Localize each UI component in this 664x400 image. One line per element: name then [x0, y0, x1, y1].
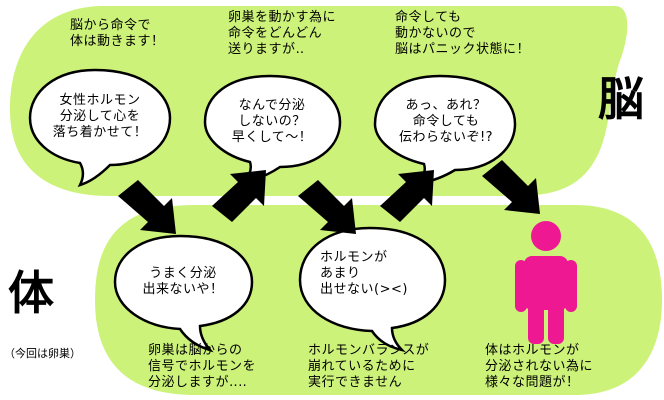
body-label: 体 [8, 266, 54, 320]
brain-caption-3: 命令しても 動かないので 脳はパニック状態に！ [395, 10, 531, 57]
down-right-arrow [298, 180, 356, 234]
speech-bubble [298, 226, 447, 353]
body-bubble-text-2: ホルモンが あまり 出せない(><) [320, 250, 408, 297]
up-right-arrow [212, 170, 266, 222]
brain-caption-1: 脳から命令で 体は動きます！ [70, 18, 165, 49]
up-right-arrow [380, 170, 434, 222]
body-caption-1: 卵巣は脳からの 信号でホルモンを 分泌しますが‥‥ [148, 343, 257, 390]
brain-caption-2: 卵巣を動かす為に 命令をどんどん 送りますが‥ [228, 10, 337, 57]
body-bubble-text-1: うまく分泌 出来ないや！ [142, 266, 224, 297]
body-caption-3: 体はホルモンが 分泌されない為に 様々な問題が！ [485, 343, 594, 390]
brain-bubble-text-2: なんで分泌 しないの？ 早くして〜！ [231, 98, 313, 145]
down-right-arrow [482, 160, 540, 214]
down-right-arrow [118, 180, 176, 234]
body-note: （今回は卵巣） [4, 347, 81, 360]
person-figure [515, 221, 577, 344]
speech-bubble [113, 234, 254, 353]
brain-bubble-text-3: あっ、あれ？ 命令しても 伝わらないぞ!? [398, 98, 494, 145]
body-caption-2: ホルモンバランスが 崩れているために 実行できません [308, 343, 430, 390]
brain-label: 脳 [598, 72, 644, 126]
brain-bubble-text-1: 女性ホルモン 分泌して心を 落ち着かせて！ [52, 93, 148, 140]
speech-bubble [28, 68, 172, 188]
